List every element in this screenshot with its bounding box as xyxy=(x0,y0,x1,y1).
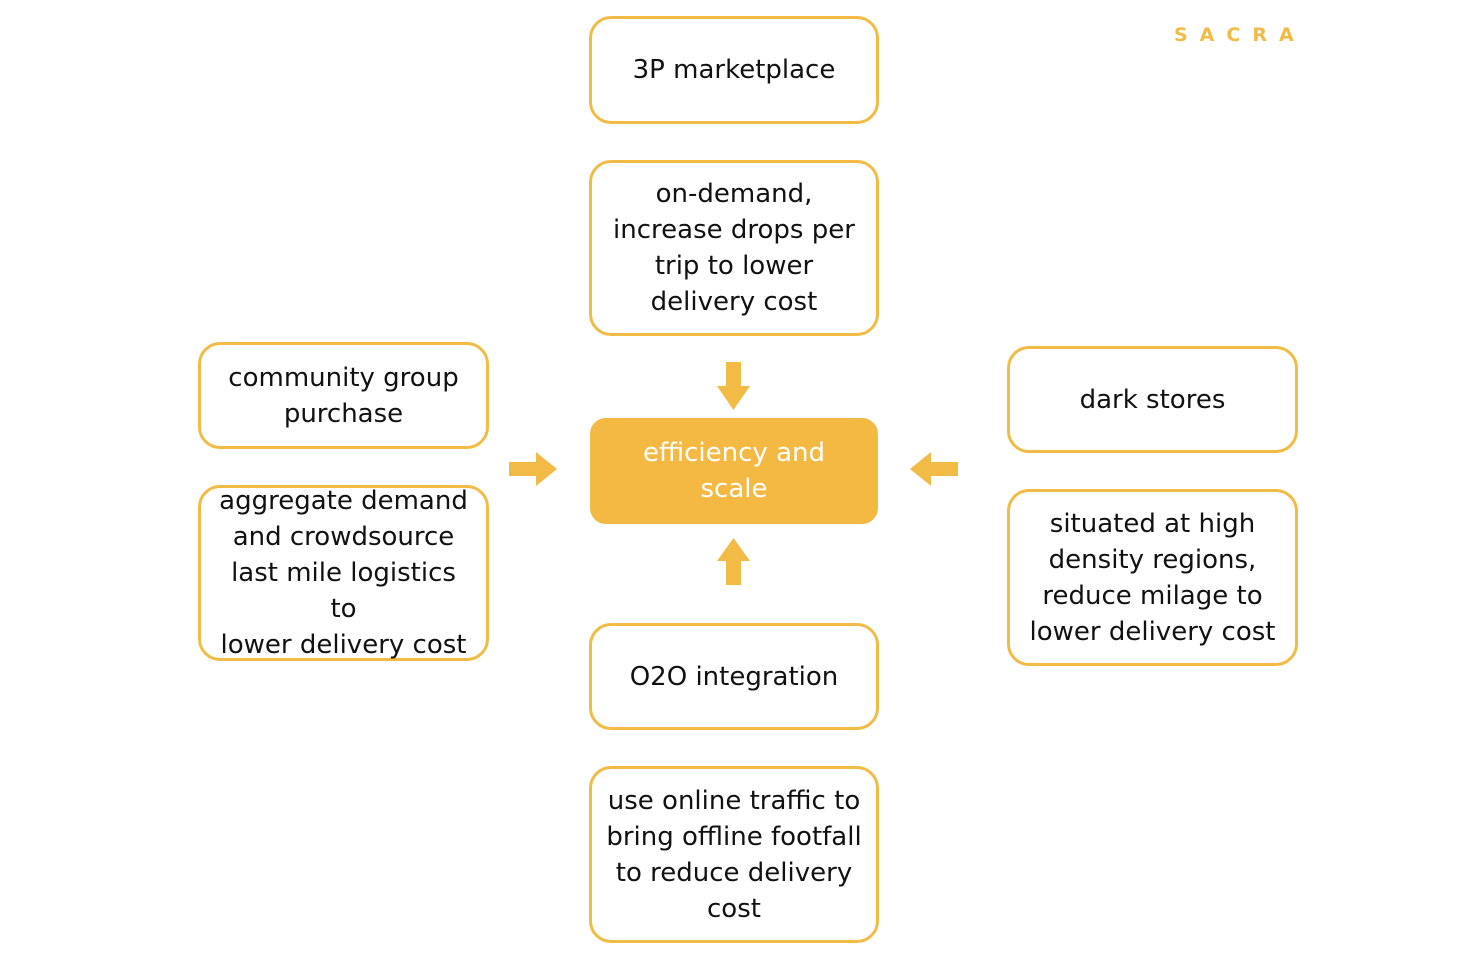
right-detail-box: situated at high density regions, reduce… xyxy=(1007,489,1298,666)
left-title-box: community group purchase xyxy=(198,342,489,449)
right-title-box: dark stores xyxy=(1007,346,1298,453)
arrow-right-icon xyxy=(509,452,557,486)
arrow-down-icon xyxy=(717,362,750,410)
left-detail-box: aggregate demand and crowdsource last mi… xyxy=(198,485,489,661)
center-box: efficiency and scale xyxy=(590,418,878,524)
brand-logo: SACRA xyxy=(1174,24,1306,46)
top-title-box: 3P marketplace xyxy=(589,16,879,124)
bottom-title-box: O2O integration xyxy=(589,623,879,730)
top-detail-box: on-demand, increase drops per trip to lo… xyxy=(589,160,879,336)
arrow-left-icon xyxy=(910,452,958,486)
arrow-up-icon xyxy=(717,538,750,585)
bottom-detail-box: use online traffic to bring offline foot… xyxy=(589,766,879,943)
